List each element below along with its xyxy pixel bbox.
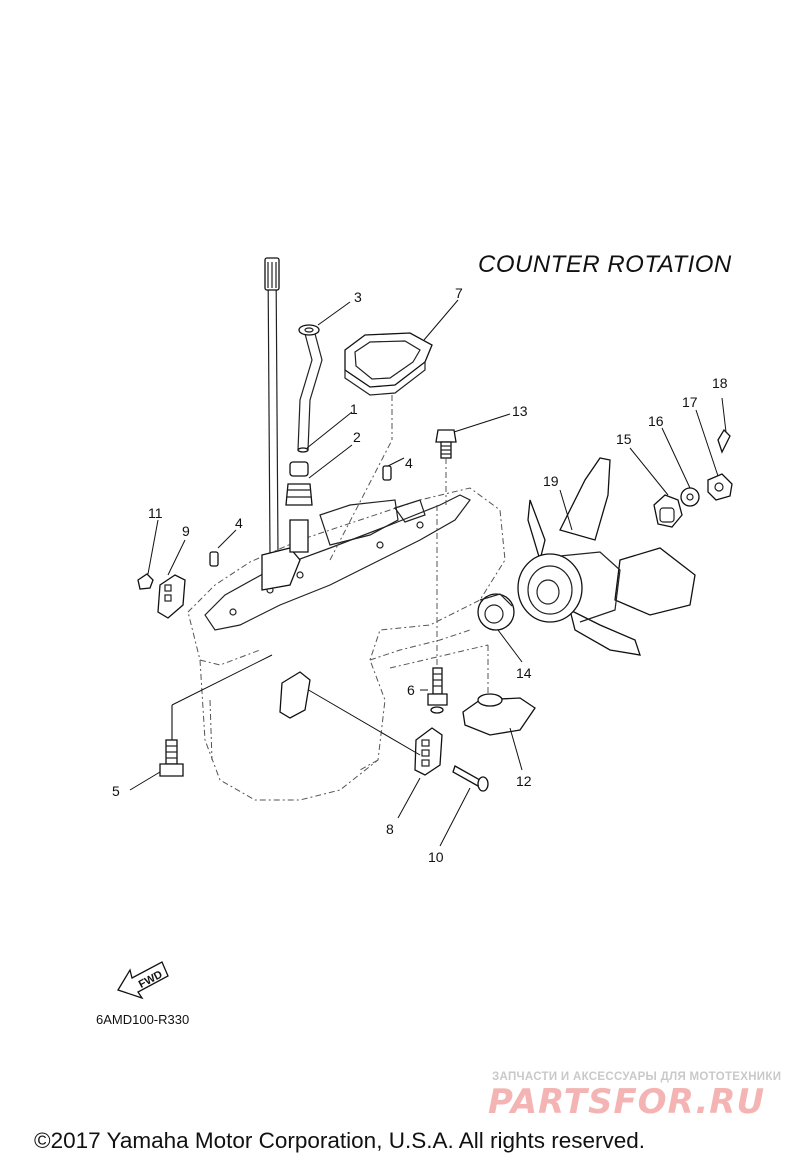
bolt xyxy=(159,654,273,777)
callout-3: 3 xyxy=(354,289,362,305)
bolt xyxy=(427,505,448,714)
copyright-notice: ©2017 Yamaha Motor Corporation, U.S.A. A… xyxy=(34,1128,646,1153)
water-tube xyxy=(297,324,323,453)
callout-15: 15 xyxy=(616,431,632,447)
callout-4: 4 xyxy=(235,515,243,531)
callout-1: 1 xyxy=(350,401,358,417)
callout-19: 19 xyxy=(543,473,559,489)
callout-5: 5 xyxy=(112,783,120,799)
diagram-code: 6AMD100-R330 xyxy=(96,1012,190,1027)
callout-16: 16 xyxy=(648,413,664,429)
callout-13: 13 xyxy=(512,403,528,419)
callout-18: 18 xyxy=(712,375,728,391)
callout-8: 8 xyxy=(386,821,394,837)
callouts: 1 2 3 4 4 5 6 7 8 9 10 11 12 13 14 15 16… xyxy=(112,285,728,865)
callout-14: 14 xyxy=(516,665,532,681)
callout-9: 9 xyxy=(182,523,190,539)
dowel-pin xyxy=(382,465,392,481)
spacer xyxy=(653,494,683,528)
callout-11: 11 xyxy=(148,505,163,521)
callout-10: 10 xyxy=(428,849,444,865)
cotter-pin xyxy=(717,428,731,454)
callout-17: 17 xyxy=(682,394,698,410)
watermark-subtitle: ЗАПЧАСТИ И АКСЕССУАРЫ ДЛЯ МОТОТЕХНИКИ xyxy=(492,1071,782,1083)
trim-tab xyxy=(389,644,536,736)
grommet xyxy=(285,461,313,553)
callout-6: 6 xyxy=(407,682,415,698)
callout-7: 7 xyxy=(455,285,463,301)
fwd-arrow-icon: FWD xyxy=(117,961,169,1000)
propeller xyxy=(517,457,696,656)
dowel-pin xyxy=(209,551,219,567)
thrust-washer xyxy=(477,593,515,631)
callout-4: 4 xyxy=(405,455,413,471)
fwd-label: FWD xyxy=(137,968,165,990)
washer xyxy=(680,487,700,507)
drive-shaft xyxy=(261,257,301,591)
leader-lines xyxy=(129,299,727,847)
anode xyxy=(279,671,489,792)
bolt xyxy=(435,429,457,505)
casing-deck xyxy=(204,494,471,631)
diagram-title: COUNTER ROTATION xyxy=(478,251,732,278)
gasket xyxy=(344,332,433,396)
anode xyxy=(137,573,186,619)
callout-12: 12 xyxy=(516,773,532,789)
watermark-logo: PARTSFOR.RU xyxy=(488,1082,766,1122)
prop-nut xyxy=(707,473,733,501)
callout-2: 2 xyxy=(353,429,361,445)
lower-casing xyxy=(187,487,506,801)
